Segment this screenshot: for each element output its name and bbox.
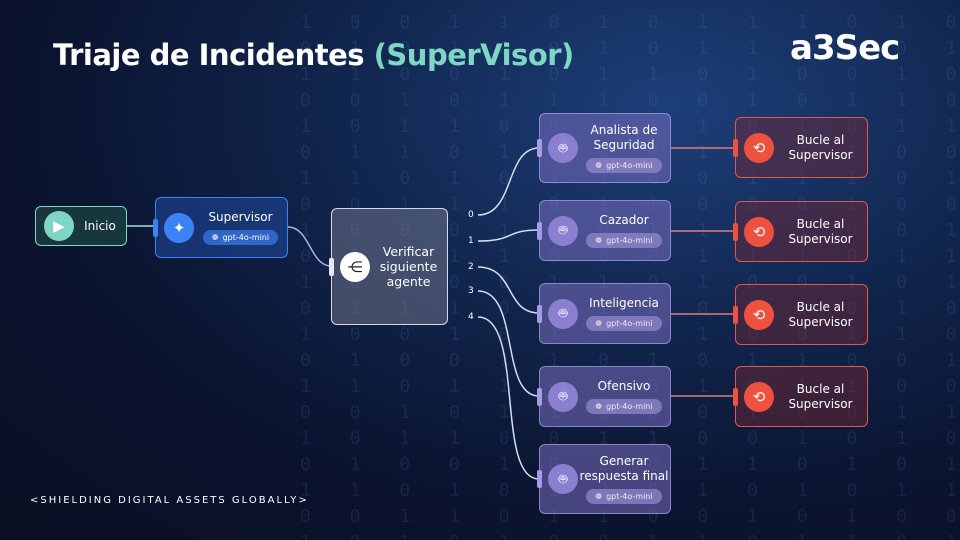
node-agent-cazador[interactable]: 🤖︎Cazador❁gpt-4o-mini [537,200,671,261]
model-badge: ❁gpt-4o-mini [202,230,279,245]
input-handle[interactable] [733,138,738,157]
branch-label: 1 [468,236,474,246]
openai-icon: ❁ [595,402,603,411]
loop-icon: ⟲ [744,299,774,330]
input-handle[interactable] [537,139,542,157]
input-handle[interactable] [153,218,158,237]
node-start[interactable]: ▶ Inicio [35,206,127,246]
robot-icon: 🤖︎ [548,464,578,494]
branch-label: 2 [468,262,474,272]
node-supervisor[interactable]: ✦ Supervisor ❁gpt-4o-mini [153,197,288,258]
page-title: Triaje de Incidentes (SuperVisor) [53,38,574,72]
input-handle[interactable] [537,470,542,488]
robot-icon: 🤖︎ [548,133,578,163]
input-handle[interactable] [537,221,542,240]
input-handle[interactable] [733,387,738,406]
branch-label: 3 [468,286,474,296]
openai-icon: ❁ [211,233,219,242]
input-handle[interactable] [537,387,542,406]
openai-icon: ❁ [595,319,603,328]
edge-branch-1 [477,229,540,242]
edge-branch-2 [477,266,540,314]
openai-icon: ❁ [595,161,603,170]
node-router[interactable]: ⋲ Verificar siguiente agente [329,208,448,325]
model-badge: ❁gpt-4o-mini [586,316,662,331]
model-badge: ❁gpt-4o-mini [586,399,662,414]
node-agent-analista[interactable]: 🤖︎Analista de Seguridad❁gpt-4o-mini [537,113,671,183]
node-agent-respuesta-final[interactable]: 🤖︎Generar respuesta final❁gpt-4o-mini [537,444,671,514]
branch-label: 0 [468,210,474,220]
node-agent-ofensivo[interactable]: 🤖︎Ofensivo❁gpt-4o-mini [537,366,671,427]
node-loop-0[interactable]: ⟲Bucle al Supervisor [733,117,868,178]
sparkle-icon: ✦ [164,212,194,243]
split-icon: ⋲ [340,251,370,282]
edge-supervisor-router [287,226,332,267]
loop-icon: ⟲ [744,132,774,163]
model-badge: ❁gpt-4o-mini [586,158,662,173]
node-agent-inteligencia[interactable]: 🤖︎Inteligencia❁gpt-4o-mini [537,283,671,344]
robot-icon: 🤖︎ [548,381,578,412]
input-handle[interactable] [733,222,738,241]
input-handle[interactable] [537,304,542,323]
robot-icon: 🤖︎ [548,215,578,246]
openai-icon: ❁ [595,236,603,245]
input-handle[interactable] [733,305,738,324]
robot-icon: 🤖︎ [548,298,578,329]
tagline: <SHIELDING DIGITAL ASSETS GLOBALLY> [30,495,309,506]
input-handle[interactable] [329,257,334,276]
model-badge: ❁gpt-4o-mini [586,489,662,504]
edge-branch-4 [477,316,540,480]
loop-icon: ⟲ [744,381,774,412]
node-loop-2[interactable]: ⟲Bucle al Supervisor [733,284,868,345]
edge-branch-0 [477,147,540,216]
node-loop-3[interactable]: ⟲Bucle al Supervisor [733,366,868,427]
loop-icon: ⟲ [744,216,774,247]
edge-branch-3 [477,290,540,397]
node-loop-1[interactable]: ⟲Bucle al Supervisor [733,201,868,262]
model-badge: ❁gpt-4o-mini [586,233,662,248]
branch-label: 4 [468,312,474,322]
openai-icon: ❁ [595,492,603,501]
a3sec-logo: a3Sec [790,28,900,68]
play-icon: ▶ [44,211,74,241]
